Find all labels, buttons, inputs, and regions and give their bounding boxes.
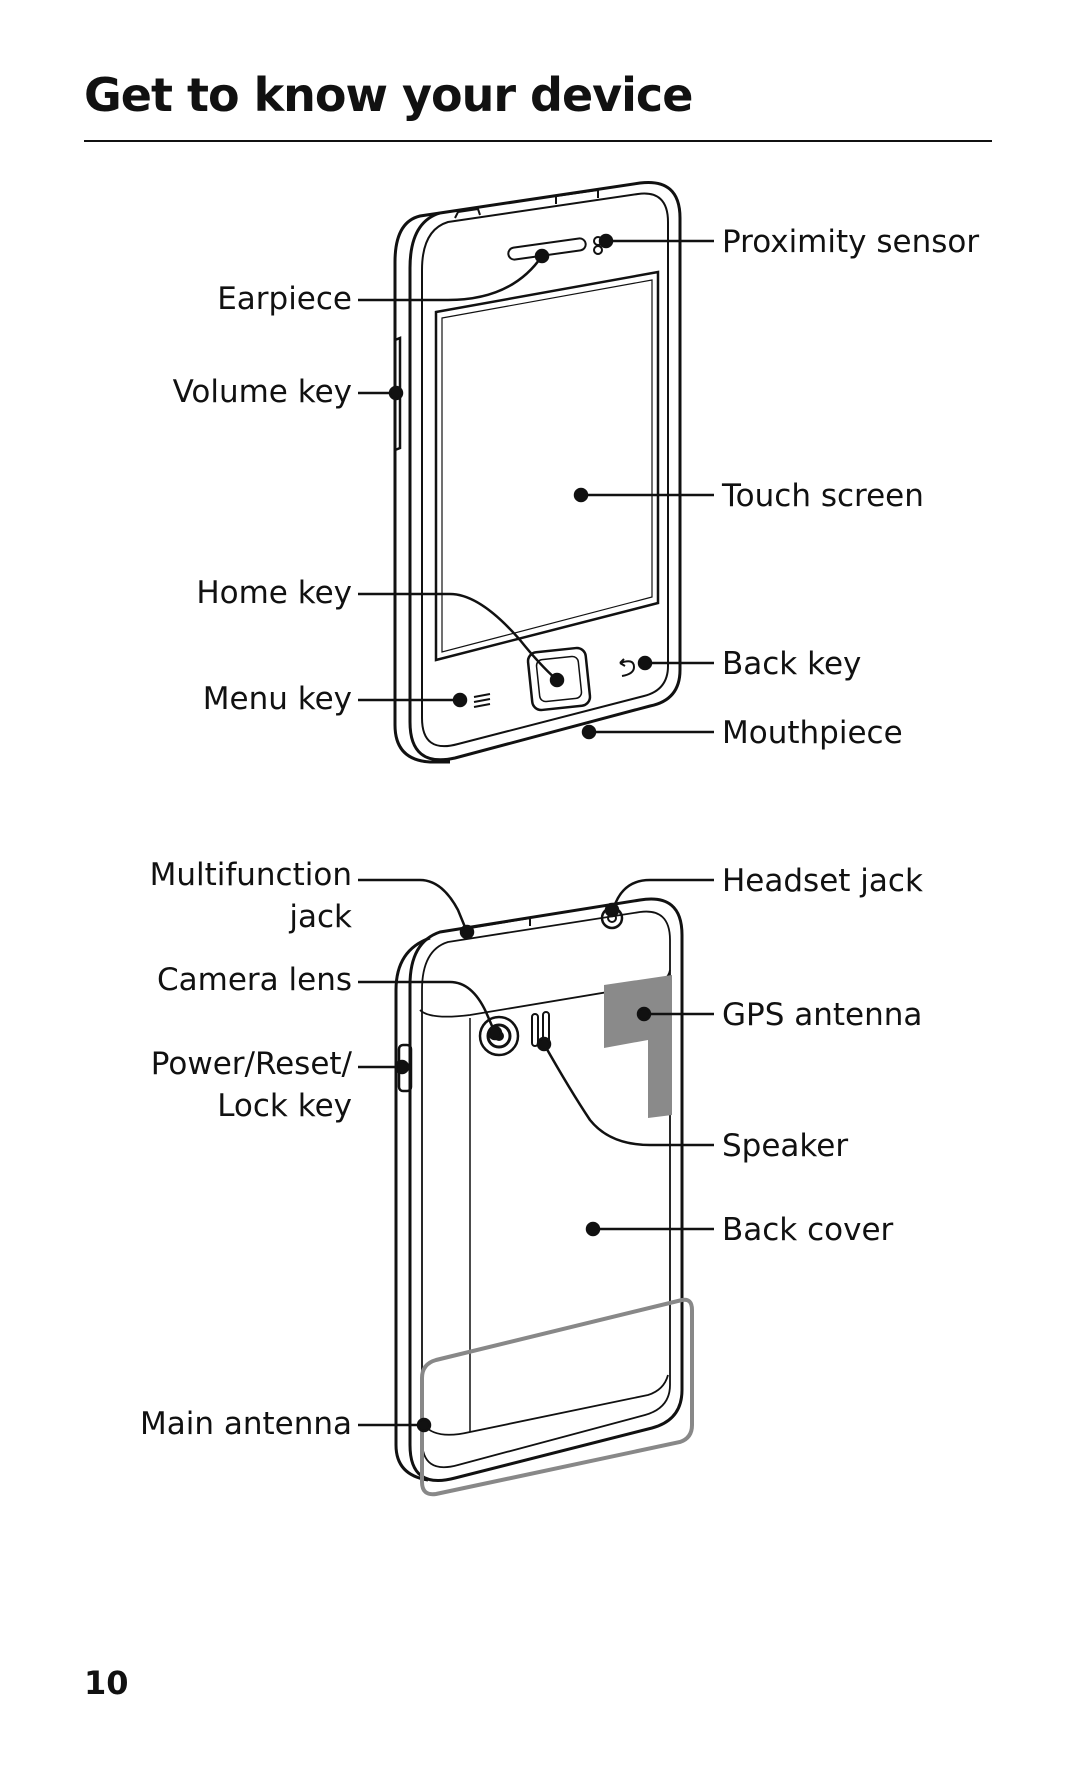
phone-back bbox=[394, 897, 684, 1483]
callout-line-multifunction-jack bbox=[358, 878, 469, 933]
gps-antenna-area bbox=[604, 975, 672, 1118]
callout-dot-multifunction-jack bbox=[459, 924, 475, 940]
label-multifunction-jack-line2: jack bbox=[288, 899, 352, 935]
page-number: 10 bbox=[84, 1664, 129, 1702]
callout-dot-back-key bbox=[637, 655, 653, 671]
back-labels: Multifunction jack Camera lens Power/Res… bbox=[140, 857, 923, 1442]
label-menu-key: Menu key bbox=[203, 681, 352, 717]
callout-dot-main-antenna bbox=[416, 1417, 432, 1433]
label-home-key: Home key bbox=[196, 575, 352, 611]
callout-dot-touch-screen bbox=[573, 487, 589, 503]
label-main-antenna: Main antenna bbox=[140, 1406, 352, 1442]
title-divider bbox=[84, 140, 992, 142]
callout-dot-home-key bbox=[549, 672, 565, 688]
label-back-key: Back key bbox=[722, 646, 861, 682]
callout-dot-volume-key bbox=[388, 385, 404, 401]
callout-line-headset-jack bbox=[610, 878, 714, 911]
label-headset-jack: Headset jack bbox=[722, 863, 923, 899]
label-gps-antenna: GPS antenna bbox=[722, 997, 922, 1033]
callout-dot-back-cover bbox=[585, 1221, 601, 1237]
label-volume-key: Volume key bbox=[173, 374, 352, 410]
label-speaker: Speaker bbox=[722, 1128, 848, 1164]
callout-line-speaker bbox=[542, 1043, 714, 1147]
back-callouts bbox=[358, 878, 714, 1433]
callout-dot-headset-jack bbox=[604, 902, 620, 918]
label-back-cover: Back cover bbox=[722, 1212, 894, 1248]
callout-line-home-key bbox=[358, 592, 558, 681]
callout-dot-mouthpiece bbox=[581, 724, 597, 740]
front-labels: Earpiece Volume key Home key Menu key Pr… bbox=[173, 224, 980, 751]
callout-dot-menu-key bbox=[452, 692, 468, 708]
label-proximity-sensor: Proximity sensor bbox=[722, 224, 979, 260]
label-camera-lens: Camera lens bbox=[157, 962, 352, 998]
callout-dot-speaker bbox=[536, 1036, 552, 1052]
front-callouts bbox=[358, 233, 714, 740]
label-touch-screen: Touch screen bbox=[721, 478, 924, 514]
label-mouthpiece: Mouthpiece bbox=[722, 715, 903, 751]
callout-dot-earpiece bbox=[534, 248, 550, 264]
label-power-key-line1: Power/Reset/ bbox=[151, 1046, 353, 1082]
callout-line-earpiece bbox=[358, 255, 544, 302]
label-power-key-line2: Lock key bbox=[217, 1088, 352, 1124]
page-title: Get to know your device bbox=[84, 68, 693, 122]
phone-front bbox=[393, 180, 682, 764]
callout-dot-camera-lens bbox=[487, 1025, 503, 1041]
callout-dot-gps-antenna bbox=[636, 1006, 652, 1022]
label-multifunction-jack-line1: Multifunction bbox=[150, 857, 352, 893]
main-antenna-area bbox=[420, 1297, 694, 1497]
label-earpiece: Earpiece bbox=[217, 281, 352, 317]
callout-dot-power-key bbox=[394, 1059, 410, 1075]
callout-dot-proximity-sensor bbox=[598, 233, 614, 249]
callout-line-camera-lens bbox=[358, 980, 497, 1034]
